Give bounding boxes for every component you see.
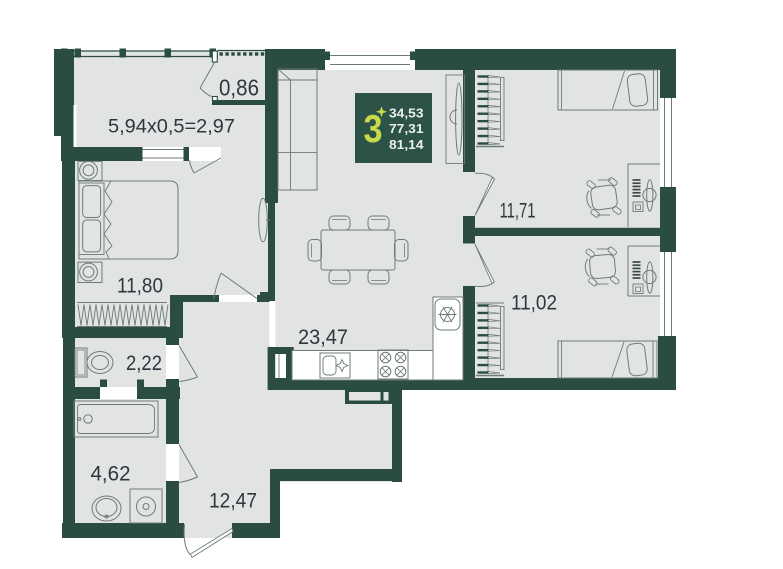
svg-text:5,94x0,5=2,97: 5,94x0,5=2,97 [108, 116, 235, 138]
svg-text:34,53: 34,53 [389, 105, 424, 120]
svg-text:11,71: 11,71 [500, 200, 536, 223]
svg-text:4,62: 4,62 [91, 463, 131, 486]
svg-text:23,47: 23,47 [298, 326, 348, 349]
svg-text:12,47: 12,47 [209, 490, 257, 513]
svg-text:81,14: 81,14 [389, 137, 424, 152]
svg-text:77,31: 77,31 [389, 121, 424, 136]
svg-text:11,02: 11,02 [511, 292, 557, 315]
svg-text:0,86: 0,86 [219, 75, 259, 101]
svg-text:11,80: 11,80 [117, 275, 163, 298]
svg-text:2,22: 2,22 [126, 352, 162, 375]
svg-text:3: 3 [364, 108, 383, 151]
